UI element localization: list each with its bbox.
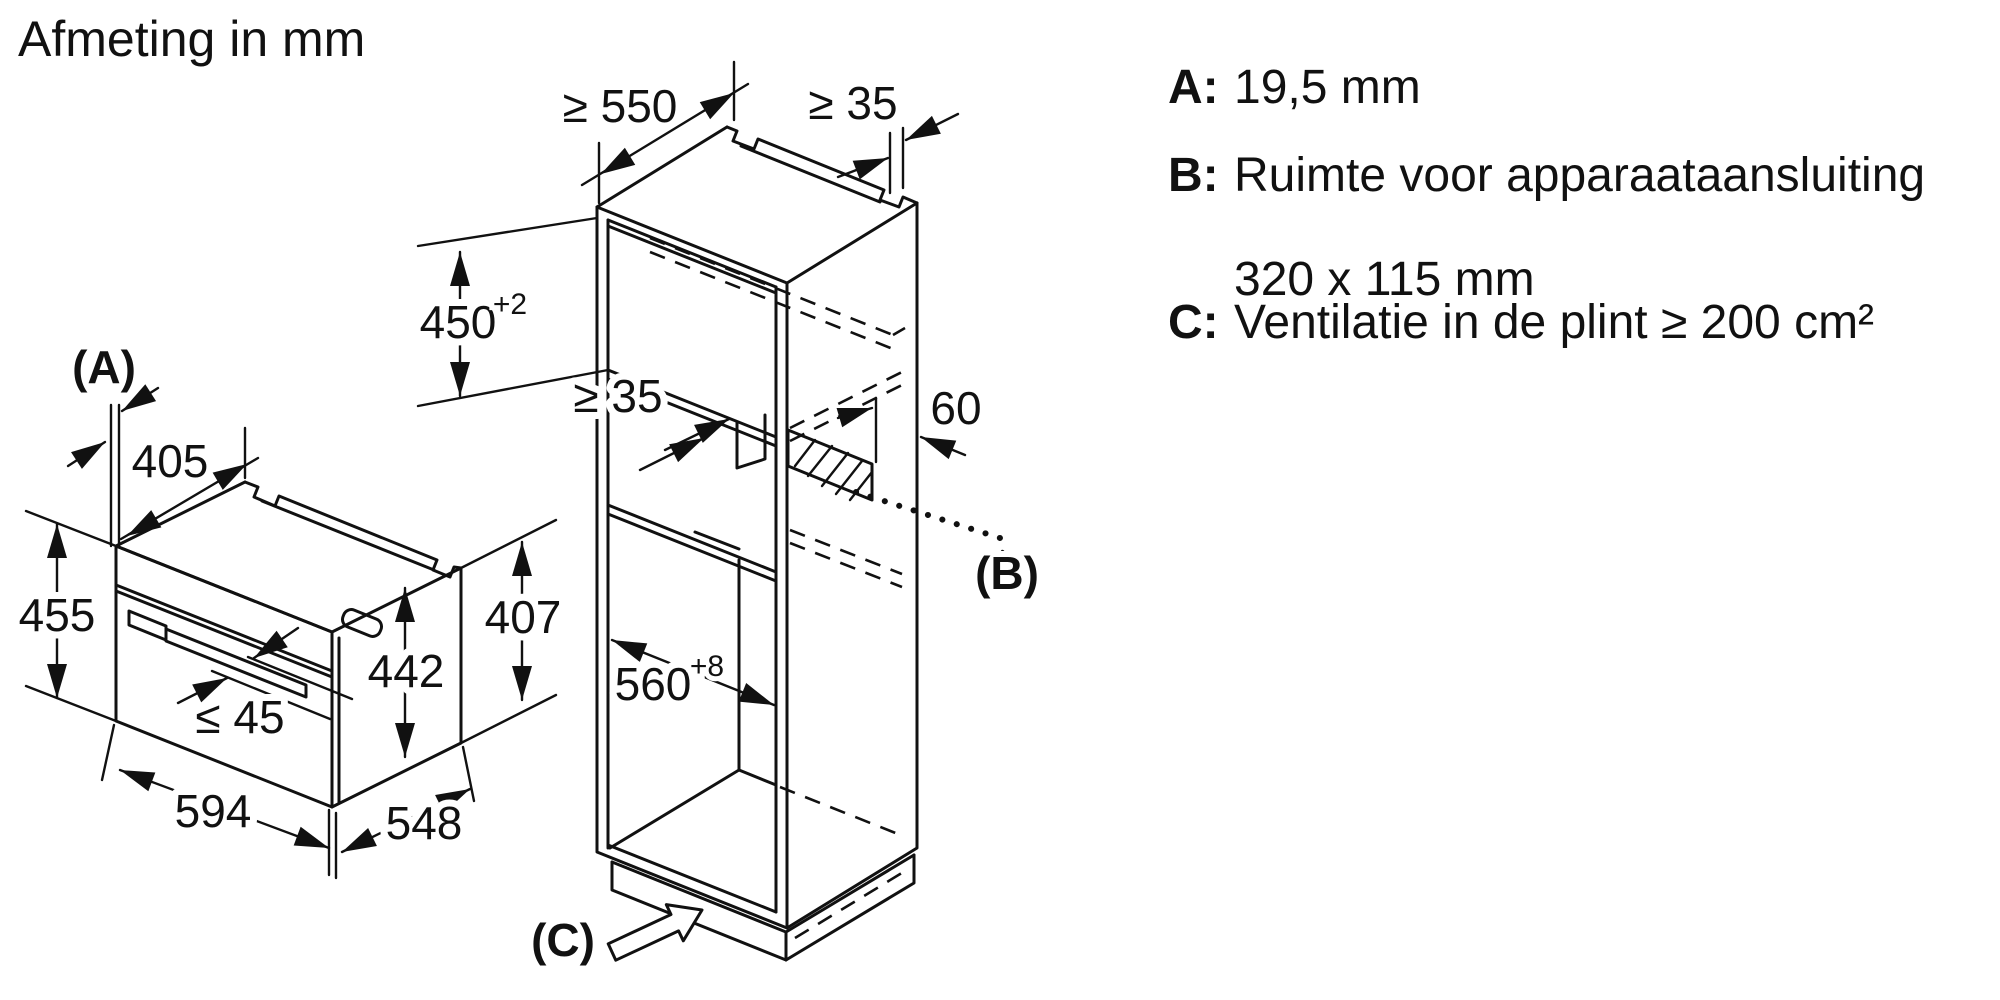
side-grip-cutout	[340, 608, 384, 638]
legend-text-a: 19,5 mm	[1234, 61, 1421, 114]
oven-dim-handle-depth: ≤ 45	[195, 691, 284, 743]
cabinet-dim-connection-offset: 60	[930, 382, 981, 434]
dim-oven-top-depth: 405	[119, 426, 260, 545]
dim-oven-width: 594	[100, 723, 338, 880]
dim-shelf-rear-gap: ≥ 35	[566, 363, 734, 472]
legend-key-b: B:	[1168, 149, 1219, 202]
cabinet-dim-niche-height: 450	[420, 296, 497, 348]
cabinet-callout-b: (B)	[975, 547, 1039, 599]
legend-row-c: C: Ventilatie in de plint ≥ 200 cm²	[1168, 297, 1874, 349]
oven-drawing: (A) 405 455	[12, 335, 568, 880]
legend-key-a: A:	[1168, 61, 1219, 114]
legend-text-b2: 320 x 115 mm	[1234, 252, 1535, 306]
oven-dim-top-depth: 405	[132, 435, 209, 487]
oven-dim-width: 594	[175, 785, 252, 837]
ventilation-arrow-c	[606, 903, 704, 962]
dim-connection-offset: 60	[836, 375, 989, 464]
cabinet-dim-min-depth: ≥ 550	[563, 80, 678, 132]
dim-oven-depth: 548	[337, 745, 476, 861]
dim-niche-height: 450 +2	[413, 216, 610, 408]
cabinet-dim-top-rear-gap: ≥ 35	[808, 77, 897, 129]
cabinet-dim-niche-height-tolerance: +2	[493, 288, 527, 321]
block-arrow-icon	[606, 903, 704, 962]
oven-dim-depth: 548	[386, 797, 463, 849]
dim-oven-rear-height: 407	[459, 518, 568, 745]
dim-niche-width: 560 +8	[608, 630, 778, 717]
legend-text-b: Ruimte voor apparaataansluiting 320 x 11…	[1234, 149, 1926, 306]
cabinet-callout-c: (C)	[531, 914, 595, 966]
oven-dim-height: 455	[19, 589, 96, 641]
dim-handle-depth: ≤ 45	[176, 626, 354, 750]
plinth	[610, 853, 916, 962]
cabinet-dim-niche-width: 560	[615, 658, 692, 710]
connection-area-hatch	[786, 428, 874, 502]
oven-handle	[127, 609, 308, 699]
leader-to-b	[853, 489, 1006, 563]
cabinet-dim-shelf-rear-gap: ≥ 35	[573, 370, 662, 422]
dim-oven-inner-height: 442	[361, 586, 451, 759]
oven-dim-rear-height: 407	[485, 591, 562, 643]
oven-callout-a: (A)	[72, 341, 136, 393]
page-title: Afmeting in mm	[18, 11, 366, 67]
dim-oven-height: 455	[12, 509, 118, 723]
legend-row-b: B: Ruimte voor apparaataansluiting 320 x…	[1168, 150, 1925, 305]
cabinet-drawing: (B) ≥ 550 ≥ 35	[413, 60, 1045, 972]
dim-a-callout: (A)	[66, 335, 160, 548]
legend-row-a: A: 19,5 mm	[1168, 62, 1421, 114]
dim-cabinet-top-rear-gap: ≥ 35	[801, 70, 960, 195]
dim-cabinet-min-depth: ≥ 550	[556, 60, 750, 205]
oven-dim-inner-height: 442	[368, 645, 445, 697]
legend-key-c: C:	[1168, 296, 1219, 349]
cabinet-dim-niche-width-tolerance: +8	[690, 650, 724, 683]
shelf-rear-recess	[735, 413, 767, 470]
legend-text-c: Ventilatie in de plint ≥ 200 cm²	[1234, 296, 1875, 349]
